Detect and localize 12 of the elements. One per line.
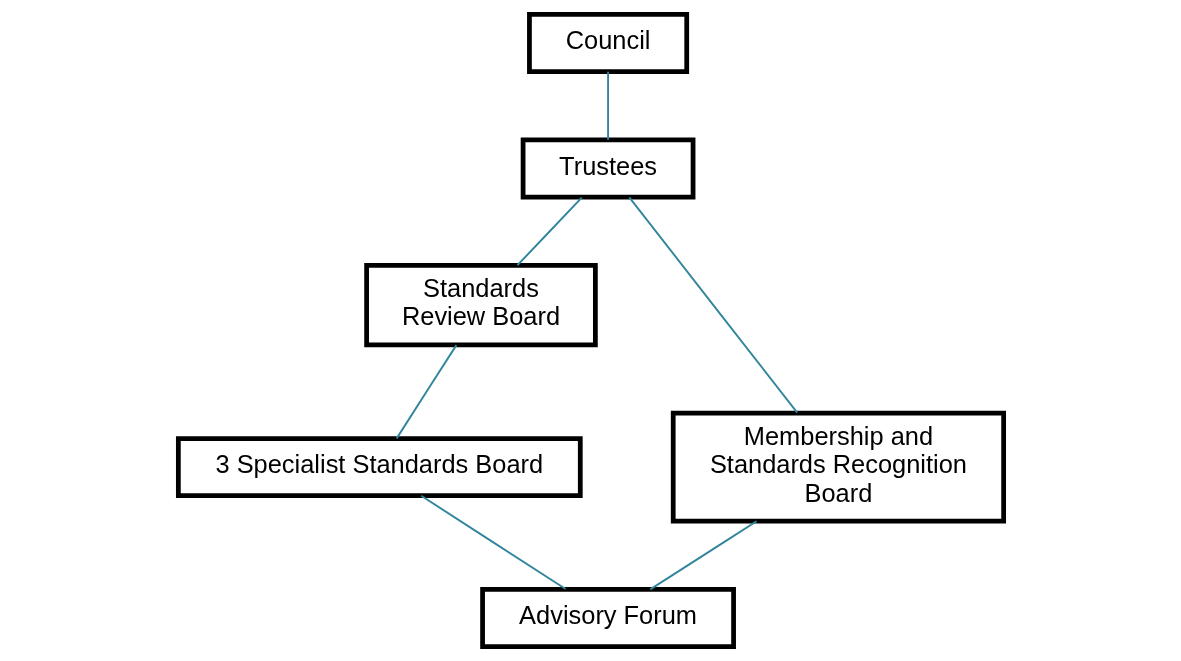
node-box: Trustees bbox=[520, 137, 695, 200]
node-box: Council bbox=[526, 11, 689, 74]
connector bbox=[419, 494, 567, 590]
connector bbox=[515, 196, 583, 267]
node-box: Standards Review Board bbox=[363, 263, 598, 348]
node-box: Membership and Standards Recognition Board bbox=[670, 410, 1006, 524]
connector bbox=[606, 70, 609, 141]
connector bbox=[648, 520, 758, 591]
connector bbox=[627, 196, 798, 414]
node-box: Advisory Forum bbox=[479, 587, 736, 650]
connector bbox=[395, 344, 457, 440]
node-box: 3 Specialist Standards Board bbox=[175, 436, 583, 499]
